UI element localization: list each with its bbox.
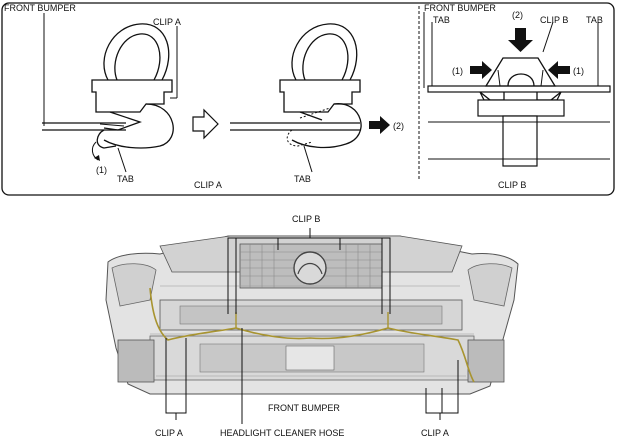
label-step-2-right: (2) bbox=[512, 10, 523, 20]
clip-a-after-drawing bbox=[230, 23, 362, 173]
label-tab-right-b: TAB bbox=[586, 15, 603, 25]
clip-b-drawing bbox=[423, 12, 611, 167]
label-clip-b-caption: CLIP B bbox=[498, 180, 526, 190]
clip-a-leaders bbox=[165, 338, 459, 420]
hollow-arrow-icon bbox=[192, 108, 219, 140]
push-down-arrow-icon bbox=[508, 28, 533, 52]
label-front-bumper-right: FRONT BUMPER bbox=[424, 3, 496, 13]
label-tab-right-a: TAB bbox=[433, 15, 450, 25]
label-step-1-left: (1) bbox=[96, 165, 107, 175]
clip-a-before-drawing bbox=[42, 13, 178, 173]
pull-arrow-icon bbox=[369, 116, 390, 134]
label-clip-b: CLIP B bbox=[540, 15, 568, 25]
squeeze-right-arrow-icon bbox=[548, 61, 570, 79]
label-headlight-cleaner-hose: HEADLIGHT CLEANER HOSE bbox=[220, 428, 344, 438]
label-step-1-right-a: (1) bbox=[452, 66, 463, 76]
label-clip-a-top: CLIP A bbox=[153, 17, 181, 27]
label-front-bumper-left: FRONT BUMPER bbox=[4, 3, 76, 13]
label-front-bumper-bottom: FRONT BUMPER bbox=[268, 403, 340, 413]
front-bumper-drawing bbox=[105, 235, 519, 395]
label-clip-a-bottom-left: CLIP A bbox=[155, 428, 183, 438]
squeeze-left-arrow-icon bbox=[470, 61, 492, 79]
label-tab-middle: TAB bbox=[294, 174, 311, 184]
label-tab-left: TAB bbox=[117, 174, 134, 184]
clip-b-leaders bbox=[227, 228, 391, 314]
label-clip-b-bottom: CLIP B bbox=[292, 214, 320, 224]
label-clip-a-caption: CLIP A bbox=[194, 180, 222, 190]
label-step-2-middle: (2) bbox=[393, 121, 404, 131]
headlight-cleaner-hose bbox=[149, 287, 475, 383]
label-step-1-right-b: (1) bbox=[573, 66, 584, 76]
label-clip-a-bottom-right: CLIP A bbox=[421, 428, 449, 438]
